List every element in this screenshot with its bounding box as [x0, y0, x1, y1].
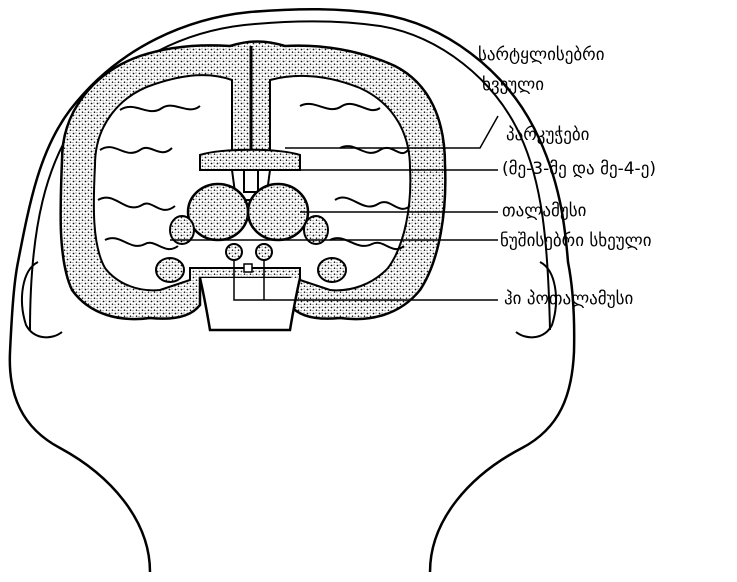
pituitary [244, 264, 252, 272]
left-amygdala [156, 258, 184, 282]
label-hypothalamus: ჰი პოთალამუსი [504, 288, 633, 310]
right-mammillary [256, 244, 272, 260]
right-amygdala [318, 258, 346, 282]
corpus-callosum [200, 150, 300, 170]
left-ear [22, 262, 62, 337]
brainstem [200, 278, 300, 330]
right-thalamus [248, 184, 308, 240]
label-ventricles-line2: (მე-3-მე და მე-4-ე) [502, 158, 656, 180]
label-cingulate-line1: სარტყლისებრი [478, 44, 605, 66]
left-mammillary [226, 244, 242, 260]
left-thalamus [188, 184, 248, 240]
label-caudate: ნუშისებრი სხეული [500, 230, 652, 252]
label-ventricles-line1: პარკუჭები [506, 124, 589, 146]
label-thalamus: თალამუსი [502, 200, 586, 222]
label-cingulate-line2: ხვეული [482, 74, 544, 96]
